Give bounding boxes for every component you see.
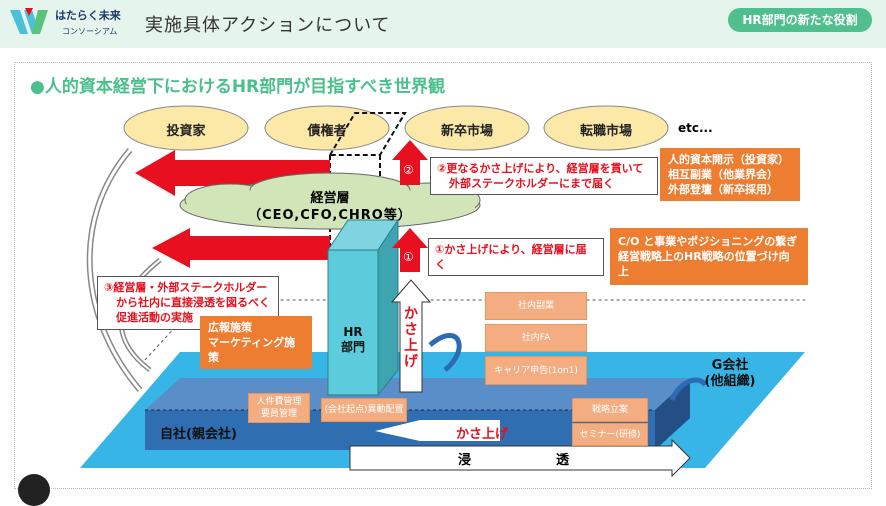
stakeholder-job-market: 転職市場	[579, 124, 632, 139]
permeation-label-2: 透	[556, 453, 570, 468]
stakeholder-investor: 投資家	[166, 124, 206, 139]
etc-label: etc...	[678, 121, 713, 135]
note-three: ③経営層・外部ステークホルダー から社内に直接浸透を図るべく 促進活動の実施	[97, 276, 279, 330]
kasaage-bottom-label: かさ上げ	[456, 427, 509, 442]
note-one: ①かさ上げにより、経営層に届く	[428, 238, 604, 276]
note-two: ②更なるかさ上げにより、経営層を貫いて 外部ステークホルダーにまで届く	[430, 157, 658, 195]
company-side	[655, 378, 690, 450]
management-cloud-label: 経営層 （CEO,CFO,CHRO等）	[248, 190, 411, 224]
hr-line1: HR	[343, 325, 363, 339]
orange-box-pr: 広報施策 マーケティング施策	[200, 316, 312, 369]
red-arrow-up-icon	[392, 228, 428, 272]
stakeholder-creditor: 債権者	[307, 124, 347, 139]
orange-box-external: 人的資本開示（投資家） 相互副業（他業界会） 外部登壇（新卒採用）	[660, 148, 800, 201]
group-company-label: G会社 (他組織)	[700, 358, 760, 390]
external-line3: 外部登壇（新卒採用）	[668, 183, 778, 196]
pr-line2: マーケティング施策	[208, 336, 296, 364]
curved-blue-arrow-icon	[428, 333, 462, 372]
pr-line1: 広報施策	[208, 321, 252, 334]
box-internal-fa: 社内FA	[485, 324, 587, 352]
logo-subtext: コンソーシアム	[62, 27, 118, 36]
content-panel	[14, 62, 872, 489]
kasaage-bottom-arrow-icon	[375, 420, 500, 441]
arrow-label-three-lower: ③	[240, 241, 251, 255]
box-strategy-planning: 戦略立案	[572, 398, 648, 422]
hr-line2: 部門	[340, 340, 365, 354]
arrow-label-one: ①	[403, 250, 414, 264]
red-arrow-up-icon	[392, 140, 428, 185]
note-three-line2: から社内に直接浸透を図るべく	[116, 296, 270, 309]
stakeholder-graduate-market: 新卒市場	[440, 124, 493, 139]
red-arrow-left-icon	[152, 228, 330, 268]
strategy-line2: 経営戦略上のHR戦略の位置づけ向上	[618, 250, 790, 278]
curved-blue-arrow-icon	[669, 377, 708, 402]
external-line2: 相互副業（他業界会）	[668, 168, 778, 181]
cloud-line1: 経営層	[310, 191, 350, 206]
group-line1: G会社	[711, 358, 749, 373]
group-line2: (他組織)	[704, 374, 756, 389]
box-personnel-cost: 人件費管理 要員管理	[248, 393, 310, 423]
box-transfer: (会社起点)異動配置	[321, 398, 407, 422]
hr-role-button[interactable]: HR部門の新たな役割	[728, 8, 872, 32]
permeation-arrow-icon	[349, 438, 691, 478]
strategy-line1: C/O と事業やポジショニングの繋ぎ	[618, 235, 798, 248]
kasaage-arrow-icon	[390, 279, 432, 393]
hr-tower-front	[327, 249, 379, 396]
logo-icon	[10, 8, 48, 34]
personnel-line2: 要員管理	[260, 409, 297, 419]
edit-fab-button[interactable]	[18, 474, 50, 506]
external-line1: 人的資本開示（投資家）	[668, 153, 789, 166]
section-heading: ●人的資本経営下におけるHR部門が目指すべき世界観	[30, 77, 445, 97]
arrow-label-three: ③	[230, 165, 241, 179]
logo-text: はたらく未来	[55, 9, 121, 22]
kasaage-vertical-label: かさ上げ	[404, 306, 418, 370]
note-two-line2: 外部ステークホルダーにまで届く	[449, 177, 614, 190]
note-three-line1: ③経営層・外部ステークホルダー	[104, 281, 268, 294]
permeation-label-1: 浸	[458, 453, 472, 468]
orange-box-strategy: C/O と事業やポジショニングの繋ぎ 経営戦略上のHR戦略の位置づけ向上	[610, 228, 808, 285]
box-career-1on1: キャリア申告(1on1)	[485, 356, 587, 385]
company-label: 自社(親会社)	[160, 427, 237, 442]
box-internal-side-job: 社内副業	[485, 292, 587, 320]
arrow-label-two: ②	[403, 163, 414, 177]
hr-department-label: HR 部門	[330, 325, 376, 355]
note-three-line3: 促進活動の実施	[116, 311, 193, 324]
page-title: 実施具体アクションについて	[145, 15, 391, 36]
cloud-line2: （CEO,CFO,CHRO等）	[248, 208, 412, 223]
personnel-line1: 人件費管理	[256, 397, 302, 407]
note-two-line1: ②更なるかさ上げにより、経営層を貫いて	[437, 162, 644, 175]
box-seminar: セミナー(研修)	[572, 423, 648, 446]
